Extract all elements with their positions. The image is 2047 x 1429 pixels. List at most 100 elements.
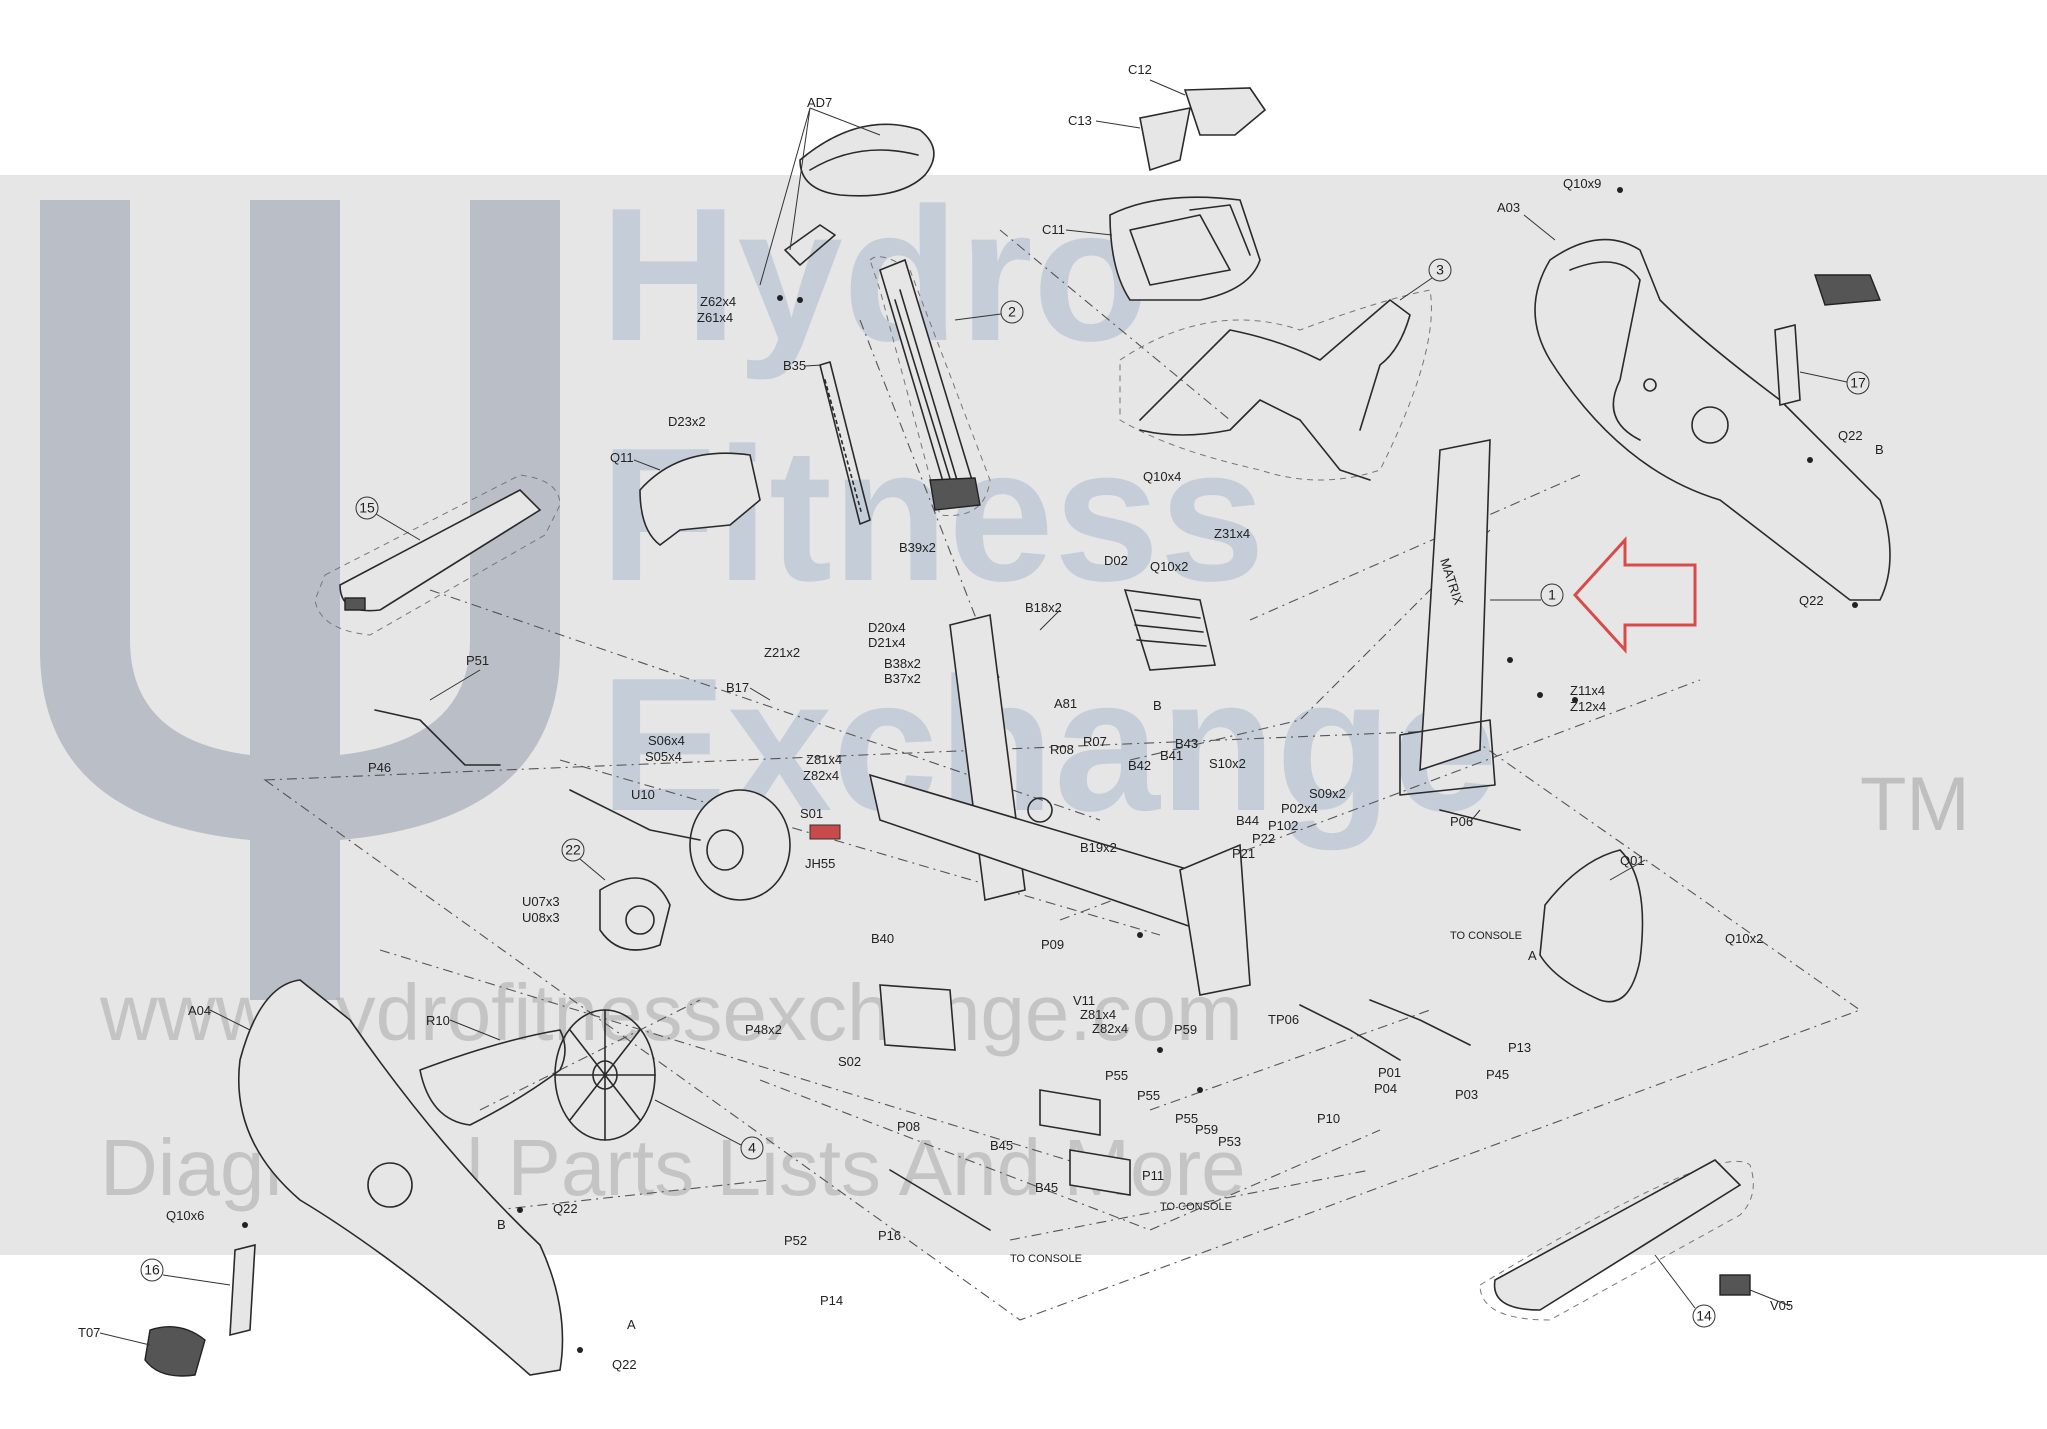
svg-text:17: 17 <box>1850 375 1866 391</box>
label-q01: Q01 <box>1620 853 1645 868</box>
label-q22-right: Q22 <box>1799 593 1824 608</box>
label-p06: P06 <box>1450 814 1473 829</box>
label-u07x3: U07x3 <box>522 894 560 909</box>
label-z81x4-top: Z81x4 <box>806 752 842 767</box>
label-z82x4-bot: Z82x4 <box>1092 1021 1128 1036</box>
label-z11x4: Z11x4 <box>1570 683 1605 698</box>
callouts: 1 2 3 4 14 15 16 <box>140 258 1870 1328</box>
pedal-right <box>1774 274 1881 407</box>
belt <box>419 1029 566 1126</box>
label-q10x9: Q10x9 <box>1563 176 1601 191</box>
label-b-bot: B <box>497 1217 506 1232</box>
label-p10: P10 <box>1317 1111 1340 1126</box>
label-p51: P51 <box>466 653 489 668</box>
wheel <box>554 1009 656 1141</box>
label-p45: P45 <box>1486 1067 1509 1082</box>
label-c12: C12 <box>1128 62 1152 77</box>
label-p52: P52 <box>784 1233 807 1248</box>
svg-text:1: 1 <box>1548 587 1556 603</box>
label-p14: P14 <box>820 1293 843 1308</box>
right-shroud <box>1534 238 1891 601</box>
rear-stabilizer <box>1479 1159 1754 1321</box>
label-q10x6: Q10x6 <box>166 1208 204 1223</box>
ballast-blocks <box>1039 1089 1131 1196</box>
label-r10: R10 <box>426 1013 450 1028</box>
label-q10x2-top: Q10x2 <box>1150 559 1188 574</box>
label-d02: D02 <box>1104 553 1128 568</box>
label-p48x2: P48x2 <box>745 1022 782 1037</box>
label-p02x4: P02x4 <box>1281 801 1318 816</box>
label-to-console-3: TO CONSOLE <box>1010 1253 1082 1265</box>
label-r07: R07 <box>1083 734 1107 749</box>
label-p55-2: P55 <box>1137 1088 1160 1103</box>
label-s09x2: S09x2 <box>1309 786 1346 801</box>
svg-text:22: 22 <box>565 842 581 858</box>
label-p11: P11 <box>1142 1168 1164 1183</box>
label-z62x4: Z62x4 <box>700 294 736 309</box>
label-to-console-2: TO CONSOLE <box>1160 1201 1232 1213</box>
label-z82x4-top: Z82x4 <box>803 768 839 783</box>
label-q22-bot: Q22 <box>553 1201 578 1216</box>
label-p53: P53 <box>1218 1134 1241 1149</box>
label-s02: S02 <box>838 1054 861 1069</box>
label-b-top: B <box>1875 442 1884 457</box>
label-a-bot: A <box>627 1317 636 1332</box>
callout-3: 3 <box>1399 258 1452 301</box>
label-q11: Q11 <box>610 450 634 465</box>
main-frame <box>868 614 1251 996</box>
label-q22-top: Q22 <box>1838 428 1863 443</box>
label-z61x4: Z61x4 <box>697 310 733 325</box>
label-a03: A03 <box>1497 200 1520 215</box>
label-b19x2: B19x2 <box>1080 840 1117 855</box>
label-u10: U10 <box>631 787 655 802</box>
label-s01: S01 <box>800 806 823 821</box>
svg-text:15: 15 <box>359 500 375 516</box>
front-stabilizer <box>314 474 561 636</box>
label-p13: P13 <box>1508 1040 1531 1055</box>
mount-d02 <box>1123 589 1216 671</box>
label-z12x4: Z12x4 <box>1570 699 1606 714</box>
seat-post <box>869 256 991 517</box>
callout-4: 4 <box>654 1099 764 1160</box>
label-u08x3: U08x3 <box>522 910 560 925</box>
hardware <box>242 187 1858 1353</box>
label-b17: B17 <box>726 680 749 695</box>
watermark-trademark: TM <box>1860 762 1970 847</box>
label-p22: P22 <box>1252 831 1275 846</box>
label-to-console-1: TO CONSOLE <box>1450 930 1522 942</box>
label-p04: P04 <box>1374 1081 1397 1096</box>
handlebar <box>1119 289 1432 481</box>
svg-text:2: 2 <box>1008 304 1016 320</box>
label-s10x2: S10x2 <box>1209 756 1246 771</box>
label-b35: B35 <box>783 358 806 373</box>
cables <box>374 709 1521 1231</box>
label-z31x4: Z31x4 <box>1214 526 1250 541</box>
control-box <box>879 984 956 1051</box>
label-z81x4-bot: Z81x4 <box>1080 1007 1116 1022</box>
label-p08: P08 <box>897 1119 920 1134</box>
cover-q11 <box>639 452 761 547</box>
label-a81: A81 <box>1054 696 1077 711</box>
svg-text:16: 16 <box>144 1262 160 1278</box>
svg-text:4: 4 <box>748 1140 756 1156</box>
callout-1: 1 <box>1490 583 1564 607</box>
label-p21: P21 <box>1232 846 1255 861</box>
label-d20x4: D20x4 <box>868 620 906 635</box>
console <box>1109 87 1267 301</box>
svg-text:3: 3 <box>1436 262 1444 278</box>
label-v11: V11 <box>1073 993 1095 1008</box>
highlight-arrow <box>1572 536 1697 654</box>
callout-15: 15 <box>355 496 421 541</box>
label-b43: B43 <box>1175 736 1198 751</box>
label-c13: C13 <box>1068 113 1092 128</box>
label-b45-2: B45 <box>1035 1180 1058 1195</box>
label-d23x2: D23x2 <box>668 414 706 429</box>
label-b18x2: B18x2 <box>1025 600 1062 615</box>
label-jh55: JH55 <box>805 856 835 871</box>
seat <box>759 107 935 286</box>
pedal-left <box>144 1243 256 1377</box>
callout-16: 16 <box>140 1258 231 1286</box>
callout-22: 22 <box>561 838 606 881</box>
label-s05x4: S05x4 <box>645 749 682 764</box>
